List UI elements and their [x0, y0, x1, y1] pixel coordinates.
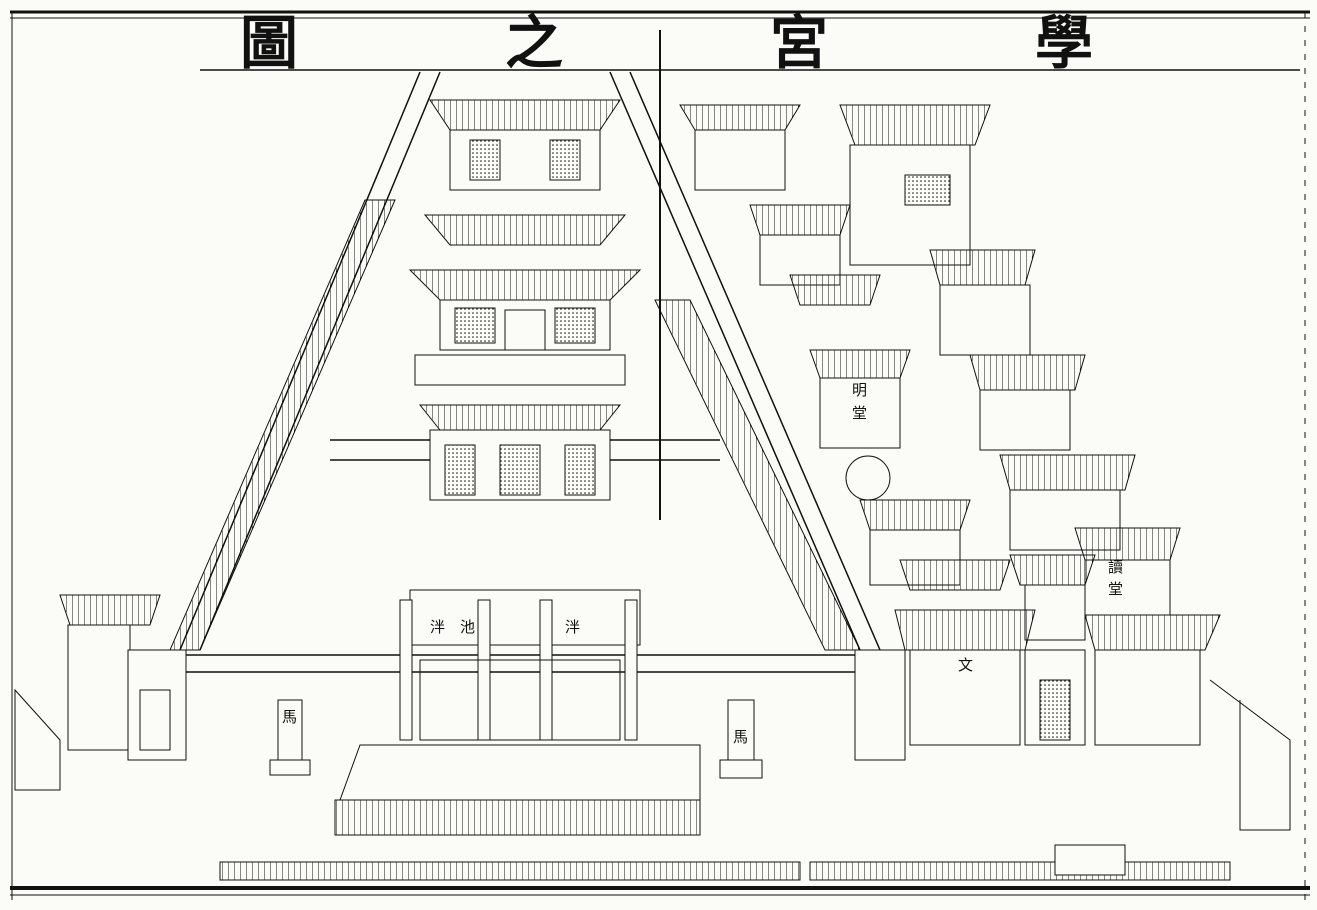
title-char-3: 宮: [770, 9, 829, 77]
stele-right: [719, 699, 763, 779]
left-gate: [14, 594, 187, 791]
rear-hall: [429, 99, 621, 191]
front-wall: [219, 844, 1231, 881]
label-du-2: 堂: [1108, 580, 1123, 598]
title-char-1: 圖: [240, 9, 299, 77]
panchi-gate: [334, 589, 701, 836]
title-char-4: 學: [1035, 9, 1094, 77]
title-char-2: 之: [505, 9, 564, 77]
main-hall: [408, 214, 642, 386]
label-stele-right: 馬: [733, 728, 748, 746]
label-hall-2: 堂: [852, 404, 867, 422]
label-pan-sign: 泮: [565, 618, 580, 636]
label-stele-left: 馬: [282, 708, 297, 726]
frame: [10, 10, 1310, 900]
label-pan-right: 池: [460, 618, 475, 636]
right-end-gate: [1209, 679, 1291, 831]
right-buildings: [679, 104, 1221, 761]
label-du-1: 讀: [1108, 558, 1123, 576]
front-gate: [418, 404, 622, 501]
label-wen: 文: [958, 656, 973, 674]
stele-left: [269, 699, 311, 776]
label-hall-1: 明: [852, 381, 867, 399]
left-corridor-roof: [169, 199, 396, 651]
label-pan-left: 泮: [430, 618, 445, 636]
